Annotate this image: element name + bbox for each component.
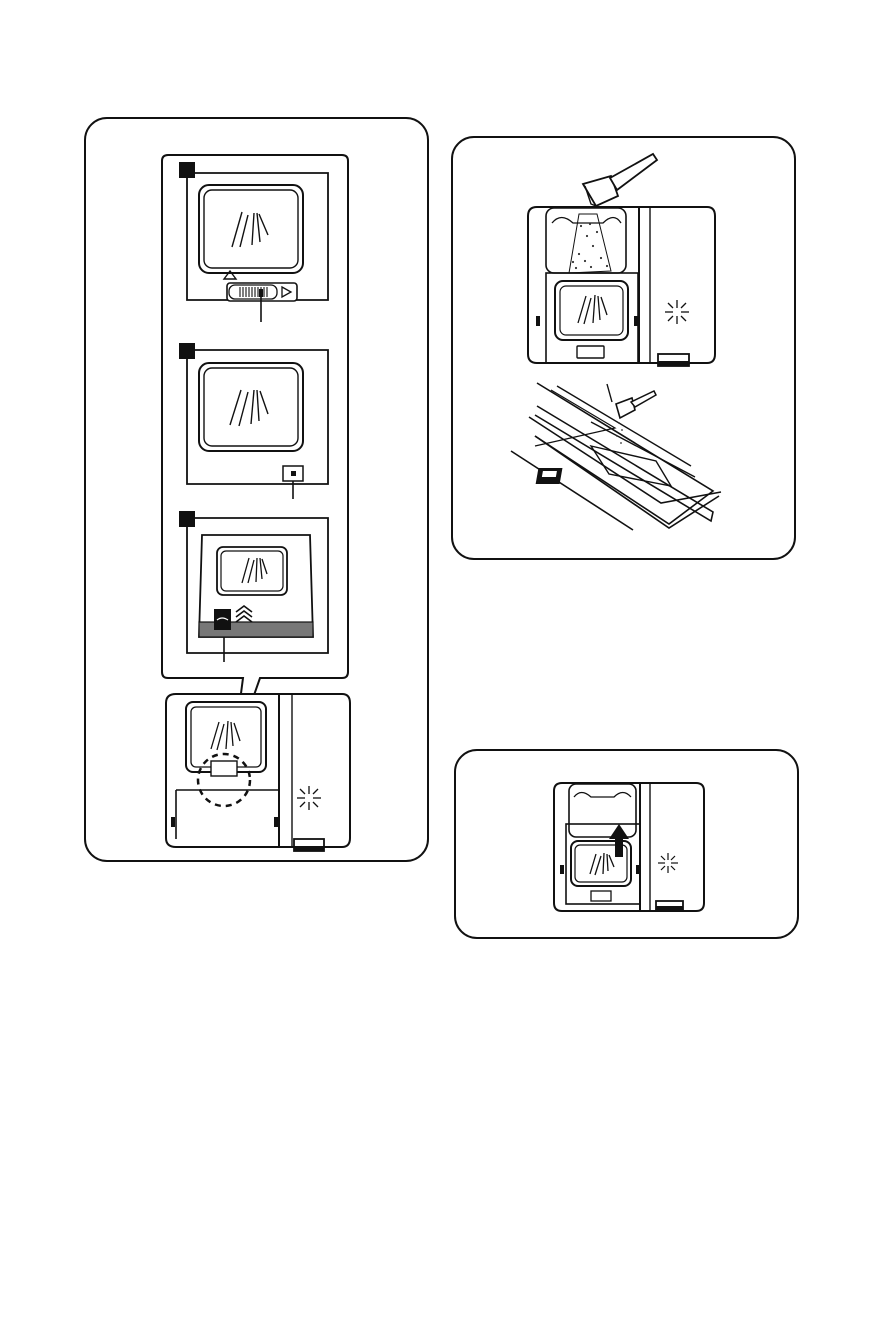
magnifier-callout [162, 155, 348, 755]
step-2-marker [179, 343, 195, 359]
right-panel-top-svg [451, 136, 796, 560]
slot-indicator [214, 609, 231, 630]
left-panel [84, 117, 429, 862]
right-panel-bottom-svg [454, 749, 799, 939]
right-panel-top [451, 136, 796, 560]
dispenser-figure [166, 694, 350, 851]
dispenser-bottom-figure [554, 783, 704, 911]
right-panel-bottom [454, 749, 799, 939]
step-3-marker [179, 511, 195, 527]
step-1-marker [179, 162, 195, 178]
left-panel-svg [84, 117, 429, 862]
